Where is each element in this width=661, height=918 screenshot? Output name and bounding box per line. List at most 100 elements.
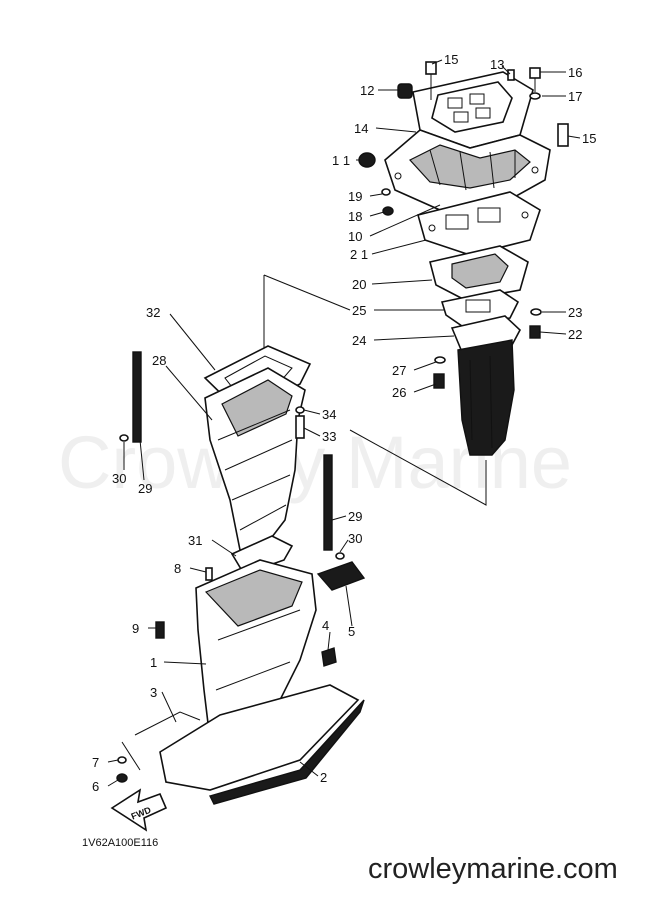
callout-29a: 29 [138,481,152,496]
callout-4: 4 [322,618,329,633]
callouts: 15 13 16 12 17 14 15 1 1 19 18 10 2 1 20… [92,52,596,794]
callout-15b: 15 [582,131,596,146]
part-29-damper-left [132,351,142,443]
callout-28: 28 [152,353,166,368]
callout-18: 18 [348,209,362,224]
callout-12: 12 [360,83,374,98]
callout-3: 3 [150,685,157,700]
callout-15: 15 [444,52,458,67]
gasket-hole [428,224,436,232]
part-11-grommet [358,152,376,168]
manifold-cavity [409,144,531,189]
upper-casing-assembly [119,345,345,575]
part-8-pin [205,567,213,581]
callout-14: 14 [354,121,368,136]
callout-16: 16 [568,65,582,80]
callout-23: 23 [568,305,582,320]
exhaust-manifold-assembly [384,71,551,456]
chamber-ribs [217,409,293,531]
callout-11: 1 1 [332,153,350,168]
bolt-hole [531,166,539,174]
callout-1: 1 [150,655,157,670]
part-14-inner [431,81,513,133]
part-30-washer-right [335,552,345,560]
callout-9: 9 [132,621,139,636]
reference-code: 1V62A100E116 [82,837,158,849]
callout-30a: 30 [112,471,126,486]
callout-25: 25 [352,303,366,318]
part-4-fastener [321,647,337,667]
callout-22: 22 [568,327,582,342]
callout-24: 24 [352,333,366,348]
align-line [349,429,487,506]
part-34-washer [295,406,305,414]
callout-30b: 30 [348,531,362,546]
callout-29b: 29 [348,509,362,524]
hardware-leader [121,741,141,771]
gasket-hole [521,211,529,219]
guide-cavity [451,253,509,289]
callout-32: 32 [146,305,160,320]
part-2-seal-strip [208,699,365,805]
gasket-opening [477,207,501,223]
plate-opening [447,97,463,109]
leader-lines [107,59,581,787]
part-19-washer [381,188,391,196]
plate-opening [453,111,469,123]
part-13-pin [507,69,515,81]
fwd-arrow-shape [110,788,168,832]
part-12-fitting [397,83,413,99]
callout-7: 7 [92,755,99,770]
callout-10: 10 [348,229,362,244]
part-26-bolt [433,373,445,389]
part-7-washer [117,756,127,764]
callout-19: 19 [348,189,362,204]
part-24-exhaust-tube [457,339,515,456]
casing-ribs [215,609,301,691]
plate-opening [475,107,491,119]
callout-8: 8 [174,561,181,576]
callout-26: 26 [392,385,406,400]
part-16-bolt-head [529,67,541,79]
callout-20: 20 [352,277,366,292]
casing-top-cavity [204,569,303,627]
part-29-damper-right [323,454,333,551]
callout-2: 2 [320,770,327,785]
chamber-top-cavity [221,379,293,437]
part-2-bottom-plate [159,684,360,791]
callout-34: 34 [322,407,336,422]
part-3-seal [134,711,201,736]
fwd-arrow: FWD [110,788,168,832]
part-33-bolt [295,415,305,439]
align-line [263,274,351,311]
manifold-ribs [429,149,516,191]
callout-21: 2 1 [350,247,368,262]
part-15-bolt [557,123,569,147]
part-22-bolt [529,325,541,339]
callout-5: 5 [348,624,355,639]
part-5-grommet [316,561,366,591]
part-6-nut [116,773,128,783]
callout-17: 17 [568,89,582,104]
tube-highlight [469,355,493,449]
callout-31: 31 [188,533,202,548]
part-23-washer [530,308,542,316]
callout-6: 6 [92,779,99,794]
site-url[interactable]: crowleymarine.com [368,853,618,885]
part-30-washer-left [119,434,129,442]
lower-casing-assembly [116,559,366,805]
callout-33: 33 [322,429,336,444]
callout-13: 13 [490,57,504,72]
part-17-washer [529,92,541,100]
gasket-opening [465,299,491,313]
part-27-washer [434,356,446,364]
part-9-bolt [155,621,165,639]
plate-opening [469,93,485,105]
part-15-bolt-head [425,61,437,75]
part-18-nut [382,206,394,216]
callout-27: 27 [392,363,406,378]
gasket-opening [445,214,469,230]
bolt-hole [394,172,402,180]
